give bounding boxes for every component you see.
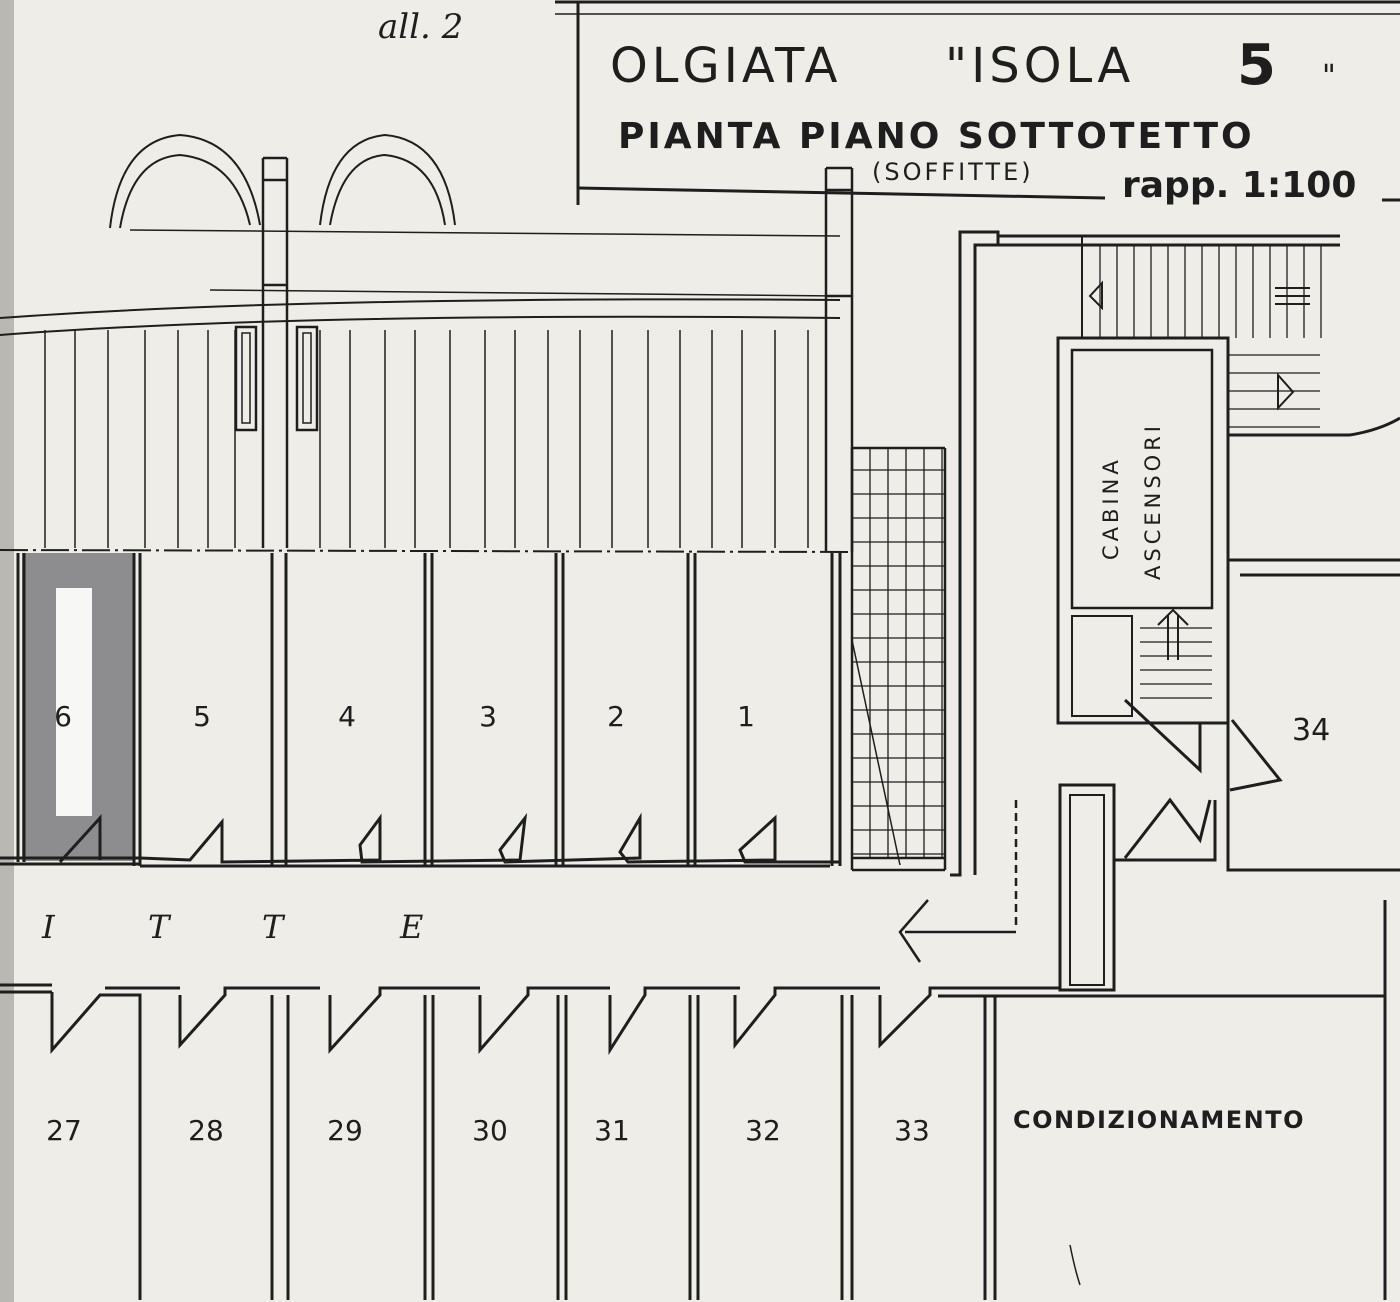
unit-label-6[interactable]: 6 (54, 700, 72, 733)
title-block: OLGIATA "ISOLA 5 " PIANTA PIANO SOTTOTET… (610, 33, 1356, 206)
unit-label-2[interactable]: 2 (607, 700, 625, 733)
unit-6-highlight (56, 588, 92, 816)
scale-label: rapp. 1:100 (1122, 165, 1356, 206)
unit-34-label[interactable]: 34 (1292, 713, 1330, 748)
roof-canopy (0, 133, 841, 336)
corridor-letter: T (148, 908, 172, 946)
unit-label-27[interactable]: 27 (46, 1114, 82, 1147)
elevator-core (950, 230, 1400, 1300)
title-isola: "ISOLA (945, 38, 1134, 94)
title-soffitte: (SOFFITTE) (872, 158, 1034, 186)
unit-label-33[interactable]: 33 (894, 1114, 930, 1147)
lower-unit-walls (0, 983, 1385, 1300)
elevator-label-line2: ASCENSORI (1141, 422, 1165, 580)
lower-unit-labels: 27 28 29 30 31 32 33 (46, 1114, 930, 1147)
title-close-quote: " (1322, 59, 1336, 94)
plant-room-label: CONDIZIONAMENTO (1013, 1106, 1305, 1134)
upper-unit-labels: 6 5 4 3 2 1 (54, 700, 755, 733)
title-block-frame (555, 0, 1400, 205)
unit-label-1[interactable]: 1 (737, 700, 755, 733)
title-olgiata: OLGIATA (610, 38, 841, 94)
stair-tile-grid (852, 448, 945, 858)
terrace-hatching (44, 330, 809, 548)
unit-label-29[interactable]: 29 (327, 1114, 363, 1147)
stair-walls (850, 446, 947, 872)
unit-label-32[interactable]: 32 (745, 1114, 781, 1147)
corridor-letter: E (399, 908, 423, 946)
corridor-letter: T (262, 908, 286, 946)
corridor-direction-arrow[interactable] (898, 800, 1018, 963)
unit-label-4[interactable]: 4 (338, 700, 356, 733)
annotation-label: all. 2 (378, 7, 463, 47)
unit-label-31[interactable]: 31 (594, 1114, 630, 1147)
terrace-boundary (0, 549, 853, 553)
core-stair-steps (1099, 245, 1322, 699)
unit-label-28[interactable]: 28 (188, 1114, 224, 1147)
title-pianta: PIANTA PIANO SOTTOTETTO (618, 116, 1255, 157)
stair-direction-arrows (1088, 280, 1310, 660)
upper-unit-walls (0, 553, 842, 868)
unit-label-5[interactable]: 5 (193, 700, 211, 733)
corridor-letter: I (41, 908, 56, 946)
pencil-mark (1069, 1244, 1081, 1286)
unit-label-30[interactable]: 30 (472, 1114, 508, 1147)
binding-shadow (0, 0, 14, 1302)
elevator-label-line1: CABINA (1099, 456, 1123, 560)
unit-label-3[interactable]: 3 (479, 700, 497, 733)
title-isola-number: 5 (1237, 33, 1276, 98)
